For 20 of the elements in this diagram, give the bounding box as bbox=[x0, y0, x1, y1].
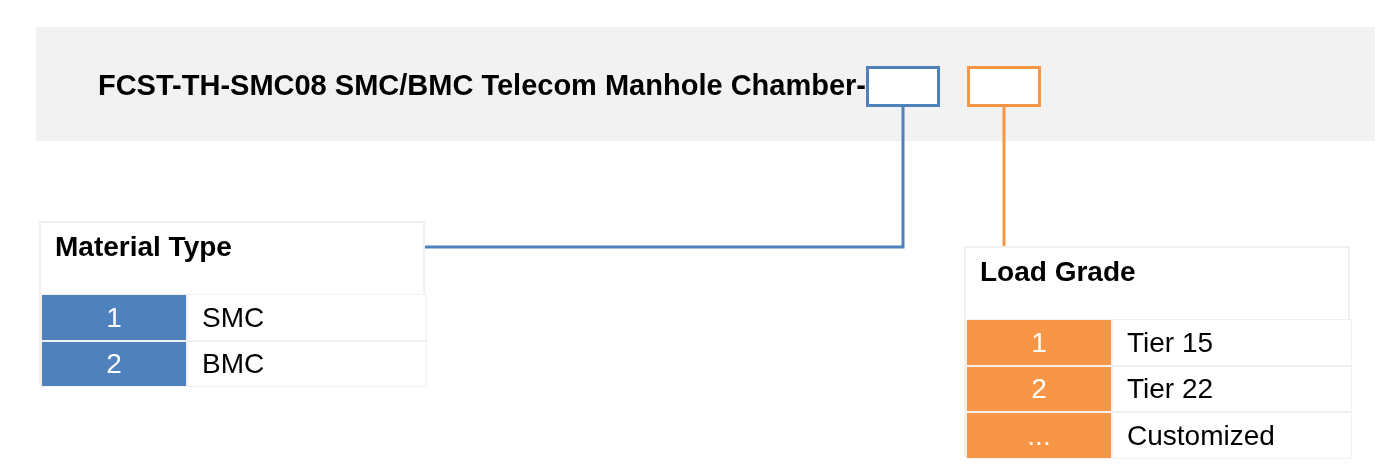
code-number-cell: ... bbox=[966, 412, 1112, 459]
code-number-cell: 2 bbox=[966, 366, 1112, 412]
model-code-text: FCST-TH-SMC08 SMC/BMC Telecom Manhole Chamber- bbox=[97, 69, 866, 103]
code-number-cell: 1 bbox=[966, 319, 1112, 366]
option-cell: Tier 22 bbox=[1112, 366, 1352, 412]
code-table bbox=[964, 246, 1350, 457]
code-table bbox=[39, 221, 425, 385]
option-cell: SMC bbox=[187, 294, 427, 341]
option-cell: BMC bbox=[187, 341, 427, 387]
table-heading: Material Type bbox=[55, 231, 232, 264]
code-slot-box bbox=[967, 66, 1041, 107]
table-heading: Load Grade bbox=[980, 256, 1136, 289]
code-slot-box bbox=[866, 66, 940, 107]
code-number-cell: 2 bbox=[41, 341, 187, 387]
code-number-cell: 1 bbox=[41, 294, 187, 341]
header-band bbox=[36, 27, 1375, 141]
option-cell: Customized bbox=[1112, 412, 1352, 459]
leader-line bbox=[1002, 107, 1006, 246]
option-cell: Tier 15 bbox=[1112, 319, 1352, 366]
leader-line bbox=[425, 107, 905, 249]
